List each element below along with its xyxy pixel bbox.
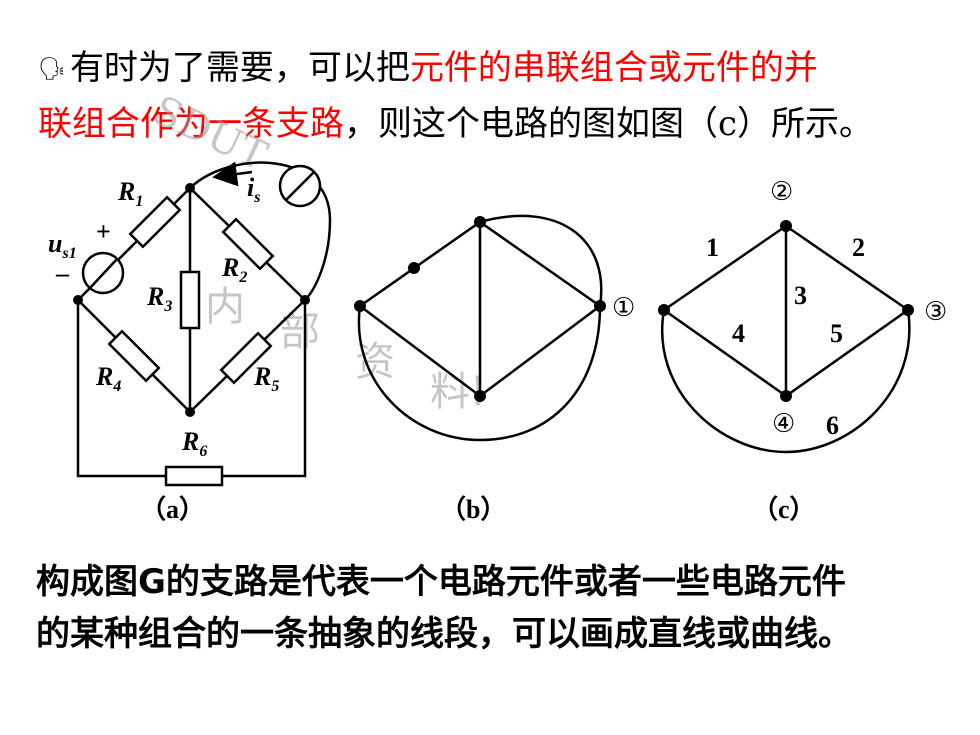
caption-a: （a）: [140, 495, 205, 524]
branch-6: 6: [826, 411, 839, 440]
label-r3: R3: [146, 282, 172, 315]
resistor-r1: [128, 195, 182, 249]
circuit-a-nodes: [73, 183, 310, 417]
graph-c-node-4: ④: [772, 409, 795, 439]
branch-4: 4: [732, 319, 745, 348]
graph-c-node-2: ②: [770, 177, 793, 207]
graph-b: [357, 214, 603, 442]
graph-b-nodes: [354, 216, 606, 402]
conclusion-line-2: 的某种组合的一条抽象的线段，可以画成直线或曲线。: [36, 614, 852, 654]
caption-c: （c）: [752, 495, 816, 524]
label-minus: –: [55, 259, 70, 288]
conclusion-line-1: 构成图G的支路是代表一个电路元件或者一些电路元件: [36, 562, 846, 602]
label-r6: R6: [181, 427, 207, 460]
label-r1: R1: [117, 177, 143, 210]
intro-line-2: 联组合作为一条支路，则这个电路的图如图（c）所示。: [38, 104, 873, 144]
label-is: is: [247, 173, 260, 206]
label-us1: us1: [48, 229, 77, 262]
graph-c-nodes: [658, 220, 914, 402]
watermark-char-2: 部: [280, 309, 320, 355]
label-r5: R5: [253, 362, 279, 395]
circuit-a: [76, 161, 332, 487]
watermark: SDUT 内 部 资 料!: [146, 87, 486, 415]
intro-text-black-2: ，则这个电路的图如图（c）所示。: [344, 104, 874, 144]
intro-text-red-1: 元件的串联组合或元件的并: [409, 48, 818, 88]
graph-c-node-3: ③: [924, 297, 947, 327]
branch-5: 5: [830, 319, 843, 348]
watermark-char-1: 内: [205, 284, 245, 330]
intro-text-black-1: 有时为了需要，可以把: [69, 48, 410, 88]
intro-text-red-2: 联组合作为一条支路: [38, 104, 344, 144]
watermark-top: SDUT: [146, 87, 274, 179]
graph-c: [661, 224, 911, 454]
label-r4: R4: [95, 362, 121, 395]
resistor-r2: [221, 217, 275, 271]
resistor-r5: [219, 331, 273, 385]
resistor-r3: [179, 270, 201, 330]
label-plus: +: [96, 217, 111, 246]
label-r2: R2: [221, 253, 247, 286]
intro-line-1: 🗣有时为了需要，可以把元件的串联组合或元件的并: [38, 48, 818, 90]
caption-b: （b）: [440, 495, 506, 524]
branch-3: 3: [794, 281, 807, 310]
speaker-icon: 🗣: [38, 57, 66, 82]
resistor-r6: [164, 465, 224, 487]
branch-2: 2: [852, 233, 865, 262]
resistor-r4: [107, 329, 161, 383]
branch-1: 1: [706, 233, 719, 262]
graph-b-node-1: ①: [612, 293, 635, 323]
